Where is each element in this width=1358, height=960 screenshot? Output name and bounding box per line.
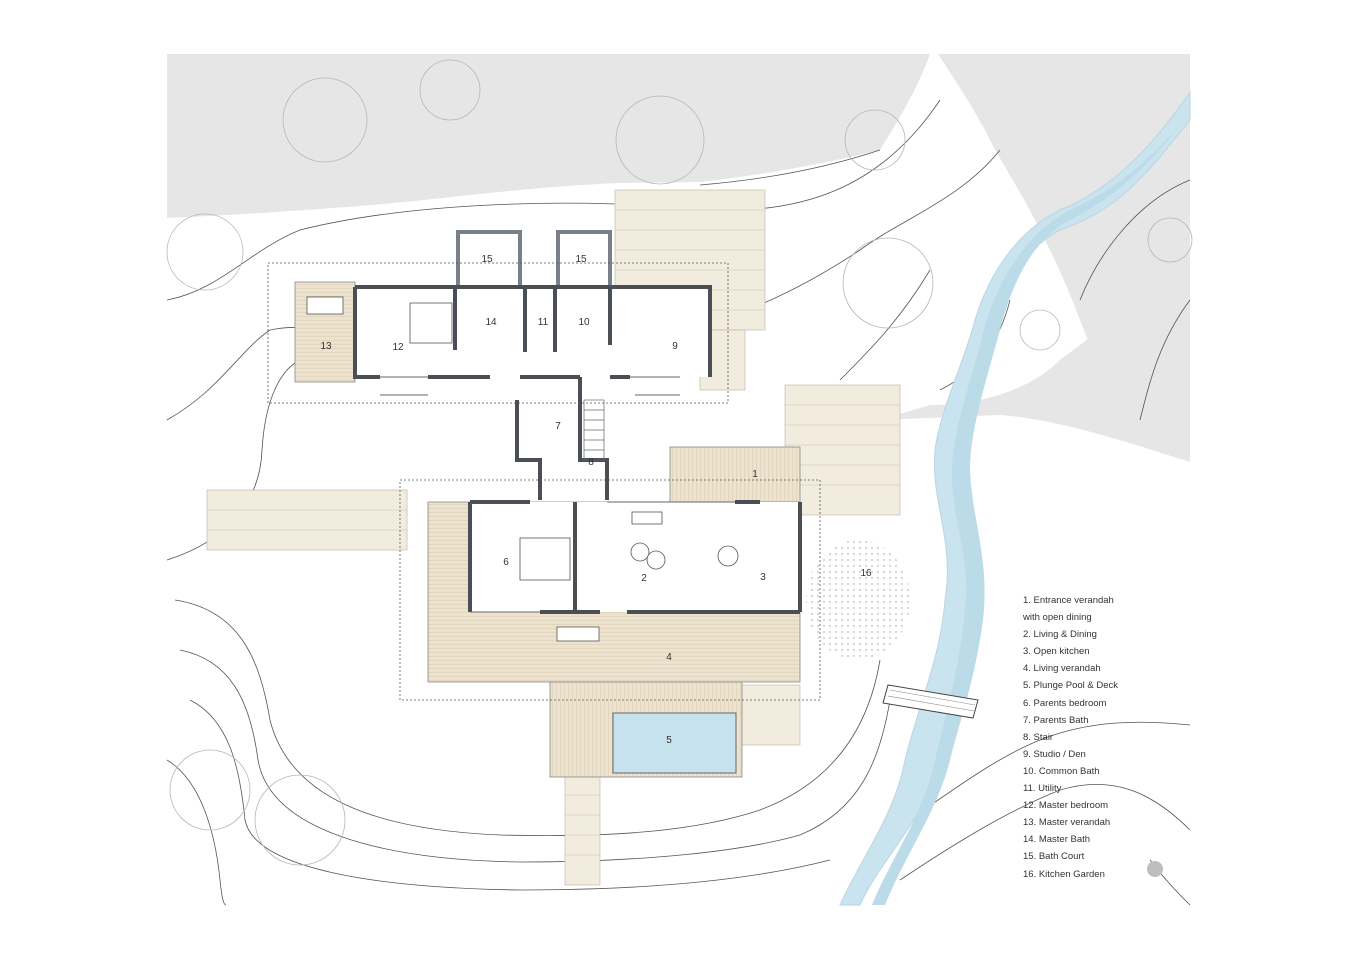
room-number-1: 1 bbox=[752, 469, 758, 480]
stone-paving-joints bbox=[207, 209, 900, 856]
legend-item: 16. Kitchen Garden bbox=[1023, 868, 1105, 880]
legend-item: 14. Master Bath bbox=[1023, 834, 1091, 846]
legend-item: 6. Parents bedroom bbox=[1023, 697, 1107, 709]
room-number-13: 13 bbox=[320, 341, 332, 352]
furniture bbox=[306, 296, 739, 642]
legend-item: 4. Living verandah bbox=[1023, 663, 1101, 675]
north-marker-icon bbox=[1147, 861, 1163, 877]
legend-item: 13. Master verandah bbox=[1023, 817, 1111, 829]
legend-item: 7. Parents Bath bbox=[1023, 714, 1089, 726]
room-number-12: 12 bbox=[392, 342, 404, 353]
room-number-2: 2 bbox=[641, 573, 647, 584]
legend-item: 2. Living & Dining bbox=[1023, 629, 1097, 641]
room-number-5: 5 bbox=[666, 735, 672, 746]
bath-court-right bbox=[556, 230, 612, 289]
legend-item: 3. Open kitchen bbox=[1023, 646, 1090, 658]
legend-item: 12. Master bedroom bbox=[1023, 800, 1109, 812]
legend-item: 5. Plunge Pool & Deck bbox=[1023, 680, 1119, 692]
room-number-4: 4 bbox=[666, 652, 672, 663]
legend-item: 15. Bath Court bbox=[1023, 851, 1085, 863]
entrance-verandah-deck bbox=[669, 446, 801, 503]
kitchen-garden-area bbox=[806, 540, 910, 660]
room-number-15-right: 15 bbox=[575, 254, 587, 265]
room-number-8: 8 bbox=[588, 457, 594, 468]
legend-item: 1. Entrance verandah bbox=[1023, 595, 1114, 606]
bath-court-left bbox=[456, 230, 522, 289]
room-number-9: 9 bbox=[672, 341, 678, 352]
roof-outlines bbox=[267, 262, 821, 701]
legend-item: with open dining bbox=[1023, 612, 1092, 624]
stair bbox=[583, 399, 605, 461]
ground-area-north bbox=[167, 54, 930, 218]
room-interiors bbox=[355, 287, 800, 612]
room-number-3: 3 bbox=[760, 572, 766, 583]
legend-item: 9. Studio / Den bbox=[1023, 748, 1086, 760]
room-number-7: 7 bbox=[555, 421, 561, 432]
plunge-pool bbox=[612, 712, 737, 774]
room-number-14: 14 bbox=[485, 317, 497, 328]
room-legend: 1. Entrance verandah with open dining 2.… bbox=[1023, 592, 1118, 883]
room-number-labels: 1 2 3 4 5 6 7 8 9 10 11 12 13 14 15 15 1… bbox=[320, 254, 872, 746]
tree-outlines bbox=[166, 59, 1193, 866]
legend-item: 8. Stair bbox=[1023, 731, 1054, 743]
room-number-11: 11 bbox=[538, 317, 549, 328]
legend-item: 11. Utility bbox=[1023, 783, 1062, 795]
room-number-15-left: 15 bbox=[481, 254, 493, 265]
room-number-16: 16 bbox=[860, 568, 872, 579]
glazing bbox=[380, 376, 735, 613]
footbridge bbox=[882, 684, 979, 719]
legend-item: 10. Common Bath bbox=[1023, 765, 1100, 777]
room-number-6: 6 bbox=[503, 557, 509, 568]
room-number-10: 10 bbox=[578, 317, 590, 328]
